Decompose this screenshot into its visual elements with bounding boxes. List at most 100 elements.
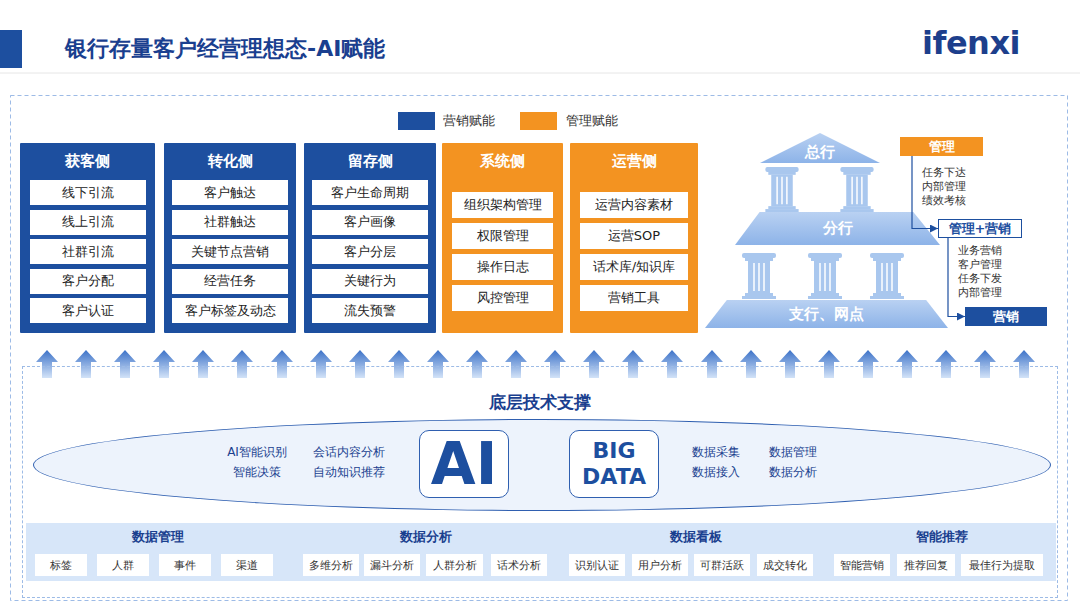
brand-logo: ifenxi: [922, 24, 1020, 62]
up-arrow: [192, 350, 214, 378]
node-text: AI: [431, 432, 497, 496]
capability-item: 用户分析: [632, 554, 688, 576]
capability-item: 人群: [97, 554, 149, 576]
header-bar: [0, 30, 22, 68]
node-text: 推荐回复: [904, 558, 948, 573]
capability-group: 智能推荐智能营销 推荐回复 最佳行为提取: [828, 523, 1056, 581]
up-arrow: [622, 350, 644, 378]
up-arrow: [701, 350, 723, 378]
pillar-symbol: [742, 253, 776, 299]
node-text: 组织架构管理: [464, 196, 542, 214]
node-text: 最佳行为提取: [969, 558, 1035, 573]
node-text: 成交转化: [763, 558, 807, 573]
item-box: 运营内容素材: [580, 192, 688, 218]
item-box: 社群引流: [30, 239, 146, 264]
node-text: 智能决策: [217, 464, 297, 480]
node-text: 流失预警: [344, 302, 396, 320]
up-arrow: [466, 350, 488, 378]
up-arrow: [818, 350, 840, 378]
item-box: 组织架构管理: [452, 192, 553, 218]
outer-frame: [11, 96, 1068, 601]
node-text: 线下引流: [62, 184, 114, 202]
item-box: 关键节点营销: [172, 239, 288, 264]
node-text: 客户认证: [62, 302, 114, 320]
node-text: 客户分配: [62, 272, 114, 290]
capability-group: 数据看板识别认证用户分析可群活跃成交转化: [563, 523, 828, 581]
legend-swatch: [520, 112, 557, 130]
node-text: BIG DATA: [570, 438, 658, 490]
item-box: 客户触达: [172, 180, 288, 205]
up-arrow: [114, 350, 136, 378]
node-text: 客户标签及动态: [185, 302, 276, 320]
item-box: 线下引流: [30, 180, 146, 205]
node-text: 数据接入: [685, 464, 747, 480]
node-text: 客户生命周期: [331, 184, 409, 202]
node-text: 客户画像: [344, 213, 396, 231]
item-box: 客户标签及动态: [172, 298, 288, 323]
node-text: 线上引流: [62, 213, 114, 231]
capability-item: 最佳行为提取: [961, 554, 1043, 576]
capability-item: 智能营销: [834, 554, 890, 576]
node-text: 运营侧: [570, 151, 698, 171]
node-text: 话术库/知识库: [593, 258, 675, 276]
node-text: 多维分析: [309, 558, 353, 573]
item-box: 关键行为: [312, 269, 428, 294]
pillar-symbol: [808, 253, 842, 299]
capability-item: 可群活跃: [694, 554, 750, 576]
node-text: 数据管理: [762, 444, 824, 460]
item-box: 权限管理: [452, 223, 553, 249]
up-arrow: [779, 350, 801, 378]
node-text: 关键行为: [344, 272, 396, 290]
up-arrow: [349, 350, 371, 378]
support-container: 底层技术支撑AI智能识别会话内容分析智能决策自动知识推荐数据采集数据管理数据接入…: [22, 366, 1058, 598]
node-text: 标签: [50, 558, 72, 573]
item-box: 客户分配: [30, 269, 146, 294]
node-text: 漏斗分析: [370, 558, 414, 573]
node-text: 自动知识推荐: [307, 464, 391, 480]
pyramid-roof: 总行: [760, 133, 880, 163]
node-text: 分行: [823, 219, 853, 238]
node-text: 营销: [993, 308, 1019, 326]
node-text: 数据分析: [289, 528, 563, 546]
item-box: 线上引流: [30, 210, 146, 235]
tech-ellipse: AI智能识别会话内容分析智能决策自动知识推荐数据采集数据管理数据接入数据分析AI…: [33, 419, 1051, 511]
up-arrow: [583, 350, 605, 378]
pillar-symbol: [870, 253, 904, 299]
node-text: 数据管理: [26, 528, 289, 546]
capability-item: 识别认证: [569, 554, 625, 576]
role-box: 营销: [965, 307, 1047, 326]
node-text: 操作日志: [477, 258, 529, 276]
node-text: 风控管理: [477, 289, 529, 307]
node-text: 底层技术支撑: [23, 392, 1057, 412]
node-text: 客户分层: [344, 243, 396, 261]
node-text: 智能营销: [840, 558, 884, 573]
up-arrow: [75, 350, 97, 378]
capability-item: 多维分析: [303, 554, 359, 576]
node-text: 管理+营销: [949, 220, 1012, 238]
node-text: 渠道: [236, 558, 258, 573]
up-arrow: [740, 350, 762, 378]
up-arrow: [505, 350, 527, 378]
node-text: 系统侧: [442, 151, 563, 171]
item-box: 话术库/知识库: [580, 254, 688, 280]
up-arrow: [1013, 350, 1035, 378]
node-text: 数据分析: [762, 464, 824, 480]
node-text: 智能推荐: [828, 528, 1056, 546]
pillar-symbol: [840, 167, 873, 212]
capability-item: 标签: [35, 554, 87, 576]
capability-item: 渠道: [221, 554, 273, 576]
up-arrow: [153, 350, 175, 378]
column-panel: 留存侧客户生命周期客户画像客户分层关键行为流失预警: [304, 143, 436, 333]
node-text: 人群分析: [433, 558, 477, 573]
node-text: 运营内容素材: [595, 196, 673, 214]
legend-text: 管理赋能: [566, 112, 618, 130]
capability-item: 话术分析: [491, 554, 547, 576]
item-box: 营销工具: [580, 285, 688, 311]
capability-group: 数据管理标签人群事件渠道: [26, 523, 289, 581]
up-arrow: [544, 350, 566, 378]
node-text: 数据看板: [563, 528, 828, 546]
node-text: 会话内容分析: [307, 444, 391, 460]
item-box: 客户生命周期: [312, 180, 428, 205]
up-arrow: [935, 350, 957, 378]
up-arrow: [271, 350, 293, 378]
